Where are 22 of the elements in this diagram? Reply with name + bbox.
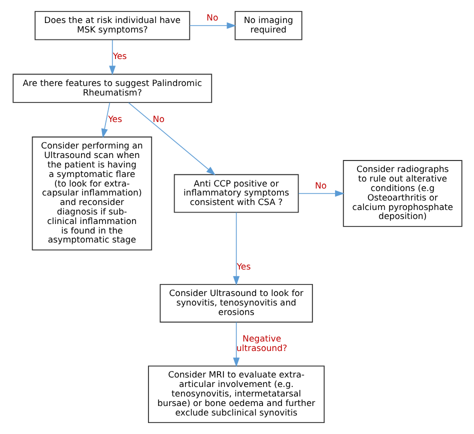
edge-label: Yes — [108, 114, 122, 125]
arrow — [108, 40, 116, 76]
node-box: No imaging required — [234, 11, 302, 40]
edge-label: Yes — [236, 262, 250, 272]
node-box: Does the at risk individual have MSK symptoms? — [34, 11, 190, 40]
edge-label: No — [314, 182, 326, 192]
arrow — [100, 102, 110, 138]
arrow — [128, 102, 216, 176]
node-box: Consider radiographs to rule out alterative conditions (e.g Osteoarthritis or calcium pyrophosphate deposition) — [342, 160, 462, 227]
arrow — [188, 22, 236, 29]
node-box: Consider MRI to evaluate extra-articular involvement (e.g. tenosynovitis, intermetatarsal bursae) or bone oedema and further exclude subclinical synovitis — [148, 366, 324, 423]
node-box: Consider performing an Ultrasound scan when the patient is having a symptomatic flare (to look for extra-capsular inflammation) and reconsider diagnosis if sub-clinical inflammation is found in the asymptomatic stage — [31, 136, 152, 250]
edge-label: No — [206, 14, 218, 24]
edge-label: Yes — [112, 52, 126, 62]
arrow — [232, 322, 240, 368]
arrow — [232, 212, 240, 286]
node-box: Consider Ultrasound to look for synovitis, tenosynovitis and erosions — [159, 284, 312, 323]
node-box: Are there features to suggest Palindromic Rheumatism? — [12, 74, 212, 103]
node-box: Anti CCP positive or inflammatory symptoms consistent with CSA ? — [173, 174, 298, 213]
arrow — [298, 190, 344, 197]
edge-label: No — [152, 114, 164, 125]
edge-label: Negative ultrasound? — [236, 334, 287, 354]
